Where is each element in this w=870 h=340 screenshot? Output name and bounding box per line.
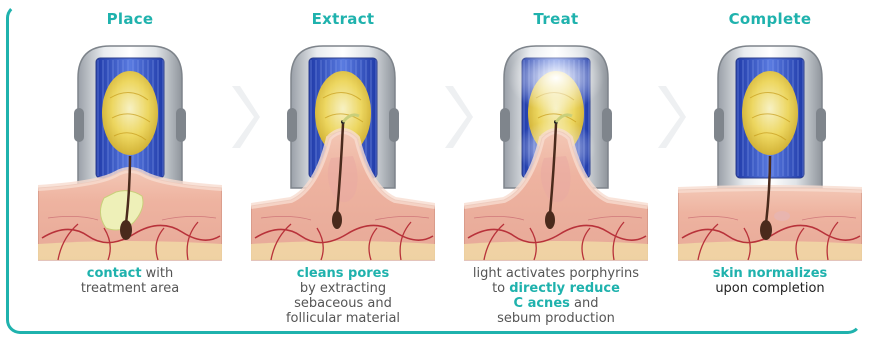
caption-line: C acnes and	[456, 296, 656, 311]
caption-highlight: skin normalizes	[713, 266, 828, 281]
caption-text: by extracting	[300, 281, 386, 296]
caption-text: treatment area	[81, 281, 179, 296]
illustration-complete	[678, 38, 862, 264]
stage-title: Treat	[456, 10, 656, 28]
stage-title: Place	[30, 10, 230, 28]
treatment-illustration	[251, 38, 435, 264]
caption-line: by extracting	[243, 281, 443, 296]
caption-highlight: contact	[87, 266, 142, 281]
caption-line: cleans pores	[243, 266, 443, 281]
stage-treat: Treat light activates porphyrinsto direct…	[456, 0, 656, 340]
caption-line: treatment area	[30, 281, 230, 296]
stage-caption: skin normalizesupon completion	[670, 266, 870, 296]
treatment-illustration	[464, 38, 648, 264]
treatment-illustration	[678, 38, 862, 264]
caption-line: to directly reduce	[456, 281, 656, 296]
stage-caption: contact withtreatment area	[30, 266, 230, 296]
caption-text: with	[142, 266, 174, 281]
illustration-place	[38, 38, 222, 264]
stage-caption: light activates porphyrinsto directly re…	[456, 266, 656, 326]
illustration-extract	[251, 38, 435, 264]
caption-line: contact with	[30, 266, 230, 281]
caption-text: follicular material	[286, 311, 400, 326]
caption-text: sebaceous and	[294, 296, 392, 311]
caption-text: to	[492, 281, 509, 296]
stage-title: Extract	[243, 10, 443, 28]
caption-text: upon completion	[715, 281, 824, 296]
treatment-illustration	[38, 38, 222, 264]
caption-line: skin normalizes	[670, 266, 870, 281]
caption-line: upon completion	[670, 281, 870, 296]
caption-text: light activates porphyrins	[473, 266, 639, 281]
caption-text: sebum production	[497, 311, 615, 326]
caption-line: light activates porphyrins	[456, 266, 656, 281]
caption-line: follicular material	[243, 311, 443, 326]
caption-line: sebaceous and	[243, 296, 443, 311]
stage-place: Place contact withtreatment area	[30, 0, 230, 340]
caption-highlight: directly reduce	[509, 281, 620, 296]
stage-extract: Extract cleans poresby extractingsebaceou…	[243, 0, 443, 340]
stage-title: Complete	[670, 10, 870, 28]
illustration-treat	[464, 38, 648, 264]
caption-highlight: cleans pores	[297, 266, 389, 281]
stage-caption: cleans poresby extractingsebaceous andfo…	[243, 266, 443, 326]
caption-line: sebum production	[456, 311, 656, 326]
caption-highlight: C acnes	[514, 296, 570, 311]
stage-complete: Complete skin normalizesupon completion	[670, 0, 870, 340]
caption-text: and	[570, 296, 599, 311]
